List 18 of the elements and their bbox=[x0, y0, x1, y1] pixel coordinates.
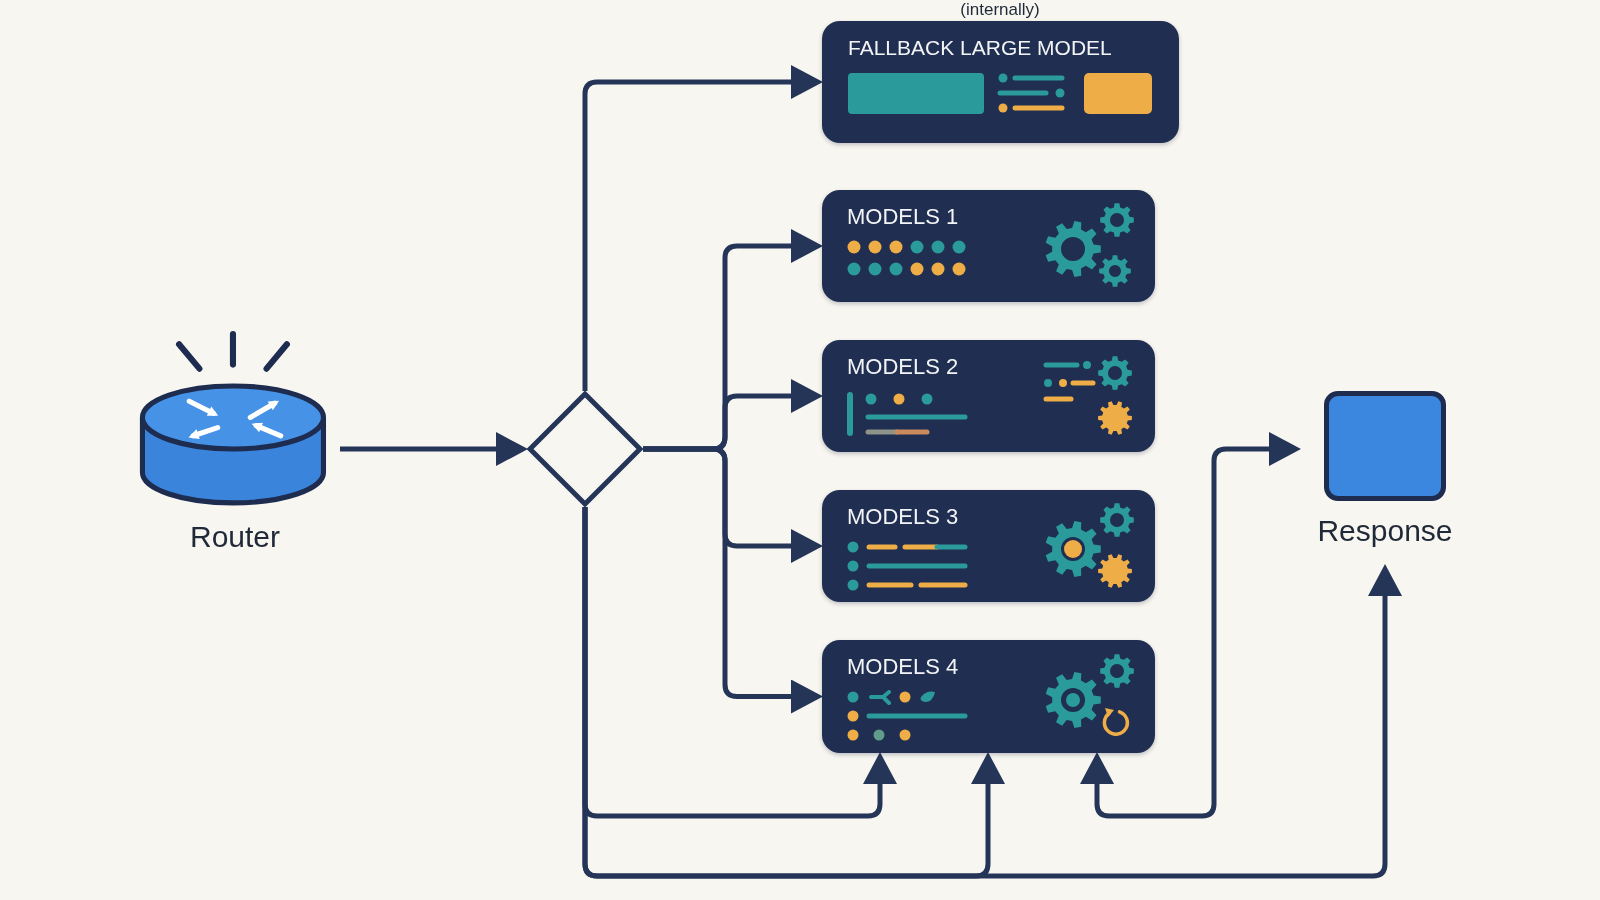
model-panel bbox=[822, 640, 1155, 753]
panel-title: FALLBACK LARGE MODEL bbox=[848, 35, 1113, 61]
model-panel bbox=[822, 21, 1179, 143]
panel-title: MODELS 3 bbox=[847, 504, 960, 530]
arrow bbox=[643, 446, 823, 714]
arrow bbox=[340, 432, 528, 466]
model-panel bbox=[822, 190, 1155, 302]
node-label: Response bbox=[1317, 513, 1453, 549]
node-label: Router bbox=[189, 520, 280, 554]
note-text: (internally) bbox=[960, 0, 1040, 20]
panel-title: MODELS 2 bbox=[847, 354, 960, 380]
panel-title: MODELS 1 bbox=[847, 204, 960, 230]
arrow bbox=[1080, 432, 1301, 819]
arrow bbox=[582, 65, 823, 391]
panel-title: MODELS 4 bbox=[847, 654, 960, 680]
model-panel bbox=[822, 490, 1155, 602]
arrow bbox=[582, 507, 1402, 879]
model-panel bbox=[822, 340, 1155, 452]
